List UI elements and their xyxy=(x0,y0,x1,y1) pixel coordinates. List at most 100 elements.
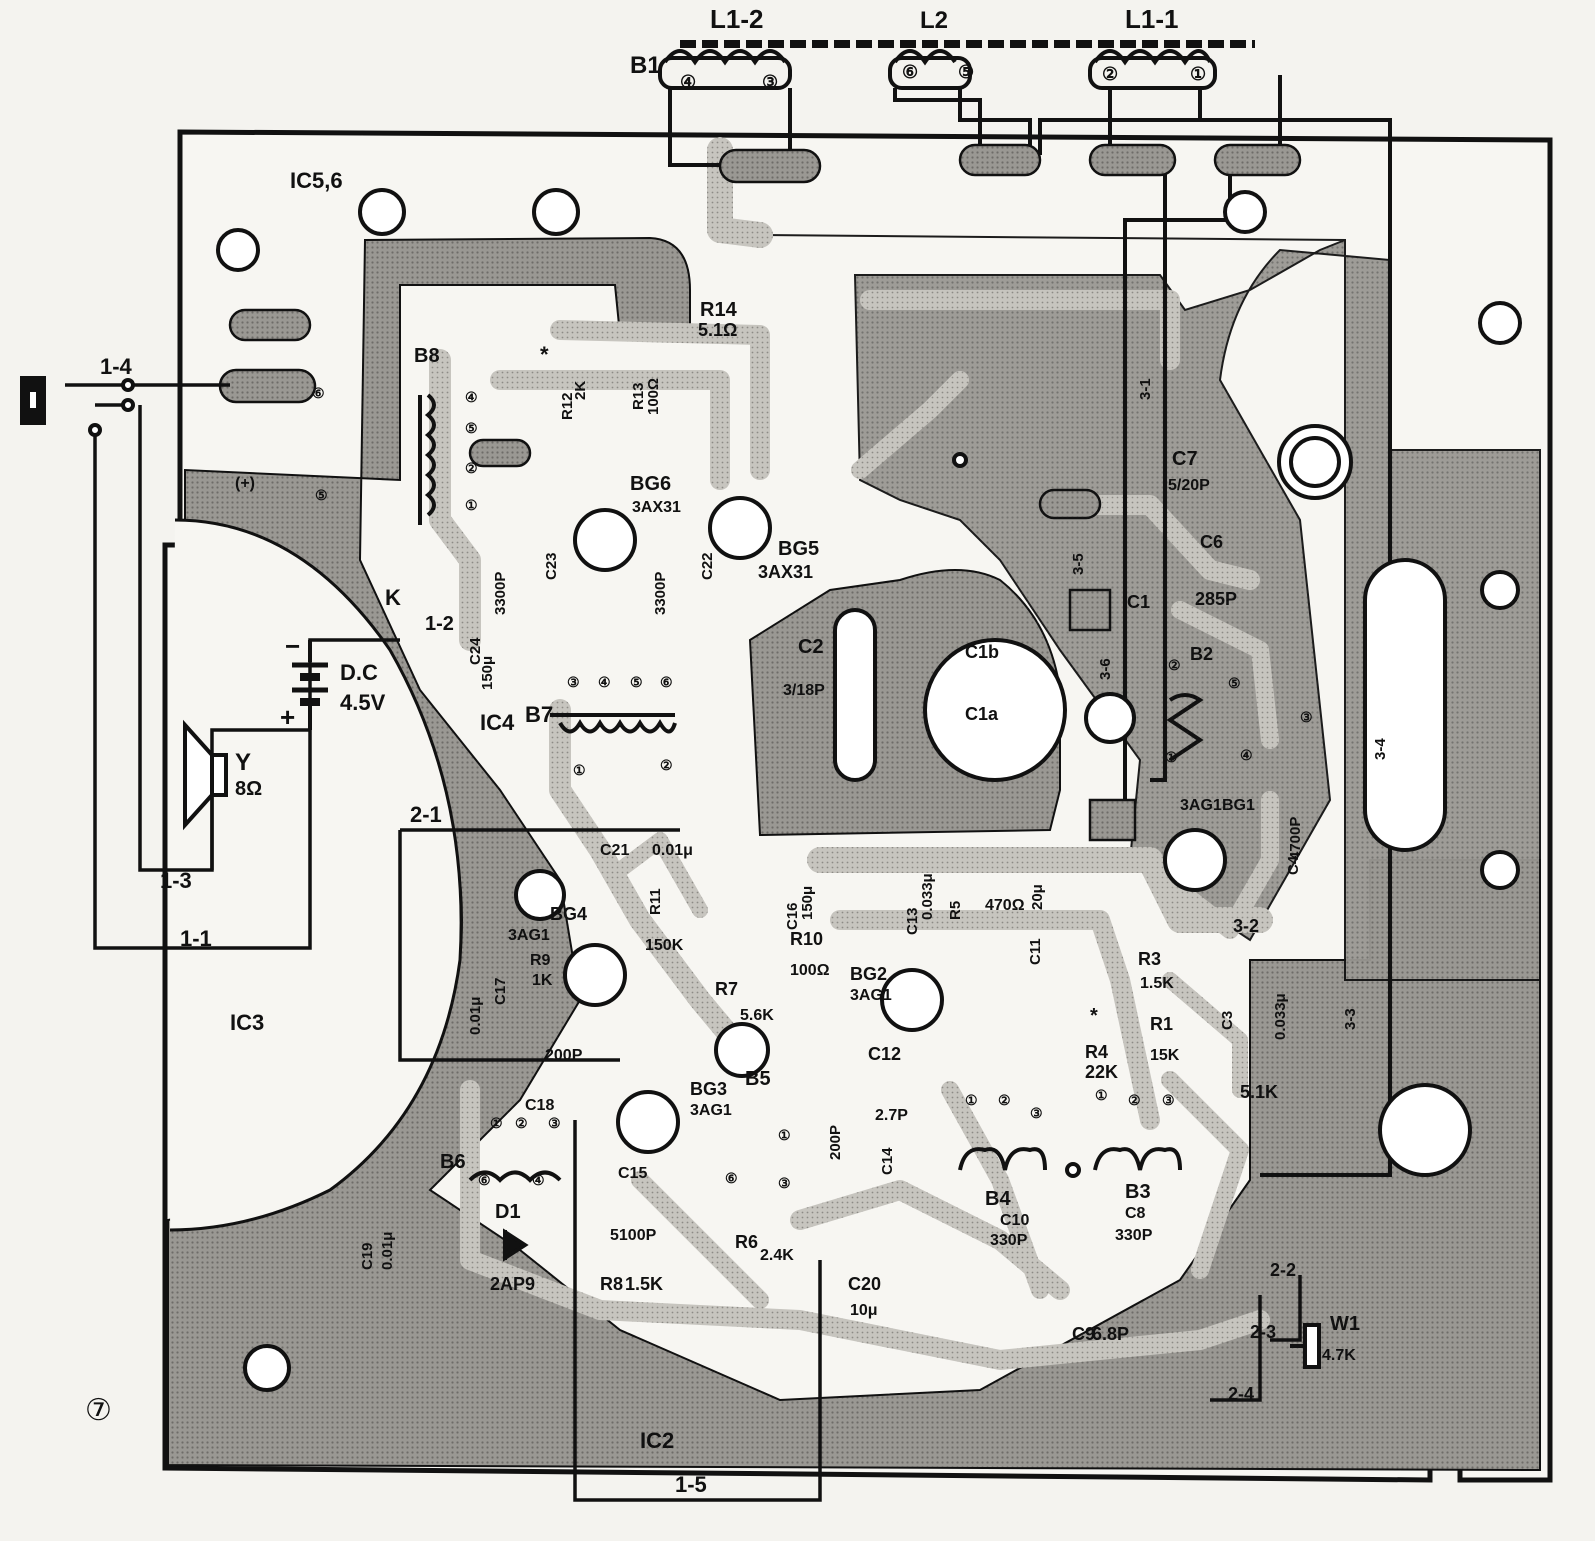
label-resistors-r7_val: 5.6K xyxy=(740,1007,774,1024)
pin-number: ⑥ xyxy=(312,385,325,401)
vlabel-resistors-r13_val: 100Ω xyxy=(645,378,662,415)
label-capacitors-c10: C10 xyxy=(1000,1212,1029,1229)
label-wires-w3_2: 3-2 xyxy=(1233,916,1259,936)
label-resistors-r8_val: 1.5K xyxy=(625,1274,663,1294)
label-callouts-k: K xyxy=(385,585,401,610)
label-resistors-r4_val: 22K xyxy=(1085,1062,1118,1082)
vlabel-capacitors-c17: C17 xyxy=(492,977,509,1005)
label-transistors-bg5_type: 3AX31 xyxy=(758,562,813,582)
pin-number: ② xyxy=(465,460,478,476)
label-wires-w2_1: 2-1 xyxy=(410,802,442,827)
vlabel-capacitors-c13: C13 xyxy=(904,907,921,935)
label-pot-value: 4.7K xyxy=(1322,1347,1356,1364)
label-resistors-r10: R10 xyxy=(790,929,823,949)
pin-number: ① xyxy=(1165,749,1178,765)
label-resistors-r8: R8 xyxy=(600,1274,623,1294)
label-resistors-r4: R4 xyxy=(1085,1042,1108,1062)
vlabel-capacitors-c23: C23 xyxy=(543,552,560,580)
label-transistors-bg6: BG6 xyxy=(630,473,671,495)
pin-number: ① xyxy=(490,1115,503,1131)
speaker-cutout xyxy=(169,518,463,1232)
label-transistors-bg5: BG5 xyxy=(778,538,819,560)
label-wires-w2_4: 2-4 xyxy=(1228,1384,1254,1404)
pin-number: ③ xyxy=(548,1115,561,1131)
vlabel-capacitors-c17_val: 0.01μ xyxy=(467,997,484,1035)
label-pins-p4: ④ xyxy=(680,72,696,92)
label-wires-w1_5: 1-5 xyxy=(675,1472,707,1497)
label-diode-type: 2AP9 xyxy=(490,1274,535,1294)
vlabel-capacitors-c4: C4 xyxy=(1285,855,1302,875)
vlabel-capacitors-c13_val: 0.033μ xyxy=(919,873,936,920)
label-pins-p5: ⑤ xyxy=(958,62,974,82)
label-capacitors-c15_val: 5100P xyxy=(610,1227,657,1244)
label-pins-p1: ① xyxy=(1190,64,1206,84)
label-power-speaker_ref: Y xyxy=(235,749,251,776)
vlabel-capacitors-c3: C3 xyxy=(1219,1011,1236,1030)
label-capacitors-c6_val: 285P xyxy=(1195,589,1237,609)
pin-number: ④ xyxy=(532,1172,545,1188)
vlabel-capacitors-c5_val: 4700P xyxy=(1287,817,1304,860)
label-capacitors-c20_val: 10μ xyxy=(850,1302,878,1319)
label-transistors-bg1: BG1 xyxy=(1222,797,1255,814)
label-capacitors-c7: C7 xyxy=(1172,448,1198,470)
label-transistors-bg3_type: 3AG1 xyxy=(690,1102,732,1119)
vlabel-resistors-r13: R13 xyxy=(630,382,647,410)
vlabel-wires-w3_1: 3-1 xyxy=(1137,378,1154,400)
vlabel-capacitors-c14_val: 200P xyxy=(827,1125,844,1160)
pin-number: ⑤ xyxy=(465,420,478,436)
label-capacitors-c12: C12 xyxy=(868,1044,901,1064)
label-capacitors-c12_val: 2.7P xyxy=(875,1107,908,1124)
label-resistors-r9: R9 xyxy=(530,952,551,969)
label-capacitors-c21: C21 xyxy=(600,842,629,859)
label-resistors-r10_val: 100Ω xyxy=(790,962,830,979)
pin-number: ① xyxy=(465,497,478,513)
label-transistors-bg2: BG2 xyxy=(850,964,887,984)
label-coils-b1: B1 xyxy=(630,52,661,79)
vlabel-capacitors-c22: C22 xyxy=(699,552,716,580)
ground-plane-right xyxy=(759,234,1541,981)
label-power-speaker_value: 8Ω xyxy=(235,778,262,800)
label-capacitors-c18: C18 xyxy=(525,1097,554,1114)
pin-number: ③ xyxy=(1162,1092,1175,1108)
label-transformers-b7: B7 xyxy=(525,702,553,727)
label-transistors-bg4: BG4 xyxy=(550,904,587,924)
label-wires-w1_2: 1-2 xyxy=(425,613,454,635)
label-capacitors-c20: C20 xyxy=(848,1274,881,1294)
label-capacitors-c18_val: 200P xyxy=(545,1047,583,1064)
label-resistors-r5_val: 470Ω xyxy=(985,897,1025,914)
label-transformers-b5: B5 xyxy=(745,1068,771,1090)
vlabel-capacitors-c11_val: 20μ xyxy=(1029,884,1046,910)
vlabel-capacitors-c19_val: 0.01μ xyxy=(379,1232,396,1270)
label-resistors-star: * xyxy=(1090,1005,1098,1027)
vlabel-resistors-r11: R11 xyxy=(647,888,664,915)
pin-number: ④ xyxy=(465,389,478,405)
label-capacitors-c1b: C1b xyxy=(965,642,999,662)
label-resistors-r3_val: 1.5K xyxy=(1140,975,1174,992)
pin-number: ⑤ xyxy=(630,674,643,690)
label-resistors-r6: R6 xyxy=(735,1232,758,1252)
label-transformers-b4: B4 xyxy=(985,1188,1011,1210)
label-pins-p3: ③ xyxy=(762,72,778,92)
pin-number: ⑥ xyxy=(478,1172,491,1188)
pin-number: ⑤ xyxy=(315,487,328,503)
label-capacitors-c1a: C1a xyxy=(965,704,999,724)
pot-and-diode xyxy=(503,1228,1321,1369)
label-resistors-r9_val: 1K xyxy=(532,972,553,989)
transformer-windings xyxy=(418,393,1204,1183)
pin-number: ⑥ xyxy=(660,674,673,690)
label-power-minus: − xyxy=(285,631,300,661)
vlabel-resistors-r5: R5 xyxy=(947,901,964,920)
external-wiring xyxy=(65,383,1302,1502)
label-capacitors-c21_val: 0.01μ xyxy=(652,842,693,859)
label-resistors-r11_val: 150K xyxy=(645,937,684,954)
label-pins-p6: ⑥ xyxy=(902,62,918,82)
label-capacitors-c6: C6 xyxy=(1200,532,1223,552)
vlabel-capacitors-c11: C11 xyxy=(1027,938,1044,965)
vlabel-capacitors-c19: C19 xyxy=(359,1242,376,1270)
pin-number: ③ xyxy=(567,674,580,690)
vlabel-capacitors-c24_val: 150μ xyxy=(479,656,496,690)
label-resistors-r14: R14 xyxy=(700,299,738,321)
label-capacitors-c8: C8 xyxy=(1125,1205,1146,1222)
label-diode-ref: D1 xyxy=(495,1201,521,1223)
label-resistors-star: * xyxy=(540,342,549,367)
